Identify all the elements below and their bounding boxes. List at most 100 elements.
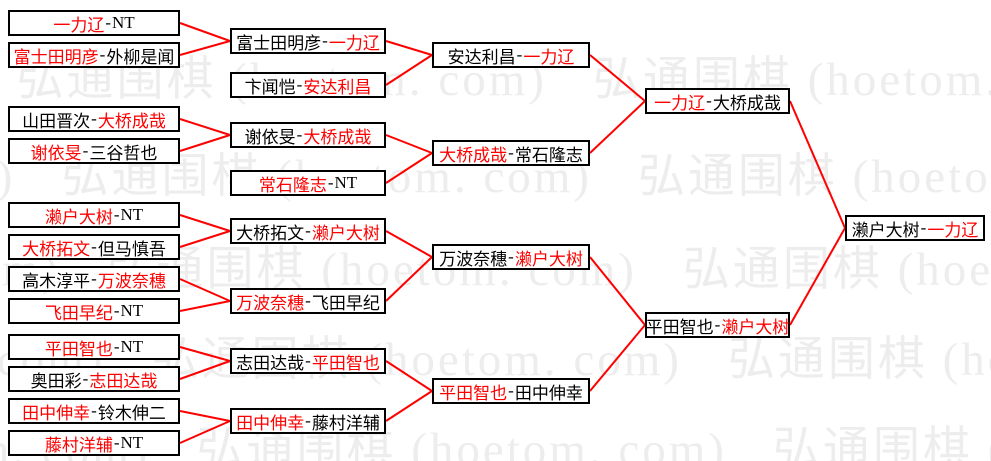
player-winner: 大桥成哉 (97, 111, 166, 131)
player-winner: 富士田明彦 (13, 47, 99, 67)
match-r2m2: 卞闻恺-安达利昌 (230, 72, 386, 98)
player-winner: 飞田早纪 (44, 303, 113, 323)
player-winner: 谢依旻 (30, 143, 82, 163)
player-winner: 田中伸幸 (236, 413, 305, 433)
player-loser: 平田智也 (645, 317, 714, 337)
match-r1m11: 田中伸幸-铃木伸二 (8, 398, 180, 424)
player-loser: NT (112, 13, 135, 32)
match-r2m3: 谢依旻-大桥成哉 (230, 122, 386, 148)
player-loser: 奥田彩 (30, 371, 82, 391)
vs-dash: - (105, 13, 111, 32)
player-loser: 谢依旻 (244, 127, 296, 147)
player-winner: 平田智也 (311, 353, 380, 373)
match-r1m6: 大桥拓文-但马慎吾 (8, 234, 180, 260)
player-loser: 三谷哲也 (89, 143, 158, 163)
player-loser: NT (334, 173, 358, 192)
match-r1m4: 谢依旻-三谷哲也 (8, 138, 180, 164)
player-winner: 藤村洋辅 (44, 435, 113, 455)
match-r1m2: 富士田明彦-外柳是闻 (8, 42, 180, 68)
vs-dash: - (296, 75, 303, 94)
player-winner: 一力辽 (927, 220, 979, 240)
vs-dash: - (91, 109, 97, 128)
player-loser: 志田达哉 (236, 353, 305, 373)
player-loser: 外柳是闻 (106, 47, 175, 67)
vs-dash: - (296, 125, 303, 144)
match-r1m9: 平田智也-NT (8, 334, 180, 360)
vs-dash: - (91, 401, 97, 420)
player-winner: 常石隆志 (258, 175, 327, 195)
match-r2m8: 田中伸幸-藤村洋辅 (230, 408, 386, 434)
player-winner: 大桥成哉 (439, 145, 508, 165)
player-winner: 一力辽 (328, 33, 380, 53)
match-r1m3: 山田晋次-大桥成哉 (8, 106, 180, 132)
vs-dash: - (113, 337, 120, 356)
vs-dash: - (508, 143, 514, 162)
player-winner: 濑户大树 (721, 317, 790, 337)
player-loser: 高木淳平 (22, 271, 91, 291)
player-winner: 安达利昌 (303, 77, 372, 97)
player-winner: 志田达哉 (89, 371, 158, 391)
vs-dash: - (920, 218, 927, 237)
match-r1m8: 飞田早纪-NT (8, 298, 180, 324)
vs-dash: - (508, 381, 514, 400)
match-r1m7: 高木淳平-万波奈穗 (8, 266, 180, 292)
player-loser: NT (120, 433, 144, 452)
player-winner: 大桥拓文 (22, 239, 91, 259)
player-loser: 飞田早纪 (311, 293, 380, 313)
vs-dash: - (91, 237, 97, 256)
match-r3m2: 大桥成哉-常石隆志 (432, 140, 590, 166)
player-loser: 常石隆志 (514, 145, 583, 165)
player-loser: 富士田明彦 (236, 33, 322, 53)
player-winner: 田中伸幸 (22, 403, 91, 423)
match-r1m1: 一力辽-NT (8, 10, 180, 36)
player-winner: 一力辽 (53, 15, 105, 35)
match-r3m1: 安达利昌-一力辽 (432, 42, 590, 68)
vs-dash: - (91, 269, 97, 288)
player-loser: 万波奈穗 (439, 249, 508, 269)
match-r4m2: 平田智也-濑户大树 (645, 312, 790, 338)
match-r1m10: 奥田彩-志田达哉 (8, 366, 180, 392)
match-r2m5: 大桥拓文-濑户大树 (230, 218, 386, 244)
player-winner: 万波奈穗 (97, 271, 166, 291)
player-loser: 田中伸幸 (514, 383, 583, 403)
player-loser: NT (120, 337, 144, 356)
player-winner: 一力辽 (654, 93, 706, 113)
watermark-text: 弘通围棋 (hoetom. com) (106, 244, 637, 296)
player-loser: 安达利昌 (447, 47, 516, 67)
player-loser: 铃木伸二 (97, 403, 166, 423)
vs-dash: - (99, 45, 106, 64)
vs-dash: - (305, 351, 311, 370)
vs-dash: - (82, 369, 89, 388)
match-f1: 濑户大树-一力辽 (845, 215, 985, 241)
player-loser: 大桥成哉 (712, 93, 781, 113)
player-winner: 濑户大树 (44, 207, 113, 227)
match-r1m12: 藤村洋辅-NT (8, 430, 180, 456)
player-winner: 平田智也 (439, 383, 508, 403)
match-r3m3: 万波奈穗-濑户大树 (432, 244, 590, 270)
vs-dash: - (305, 291, 311, 310)
player-loser: 濑户大树 (851, 220, 920, 240)
vs-dash: - (322, 31, 328, 50)
player-loser: 卞闻恺 (244, 77, 296, 97)
vs-dash: - (305, 411, 311, 430)
player-loser: NT (120, 205, 144, 224)
match-r2m1: 富士田明彦-一力辽 (230, 28, 386, 54)
vs-dash: - (305, 221, 311, 240)
player-loser: 藤村洋辅 (311, 413, 380, 433)
watermark-text: 弘通围棋 (hoetom. com) (682, 244, 991, 296)
player-loser: 但马慎吾 (97, 239, 166, 259)
vs-dash: - (714, 315, 721, 334)
match-r1m5: 濑户大树-NT (8, 202, 180, 228)
match-r2m7: 志田达哉-平田智也 (230, 348, 386, 374)
watermark-text: 弘通围棋 (hoetom. com) (0, 151, 61, 203)
player-loser: 山田晋次 (22, 111, 91, 131)
vs-dash: - (113, 301, 120, 320)
player-winner: 一力辽 (523, 47, 575, 67)
vs-dash: - (516, 45, 523, 64)
player-loser: 大桥拓文 (236, 223, 305, 243)
vs-dash: - (508, 247, 514, 266)
vs-dash: - (113, 433, 120, 452)
player-winner: 濑户大树 (311, 223, 380, 243)
match-r2m6: 万波奈穗-飞田早纪 (230, 288, 386, 314)
